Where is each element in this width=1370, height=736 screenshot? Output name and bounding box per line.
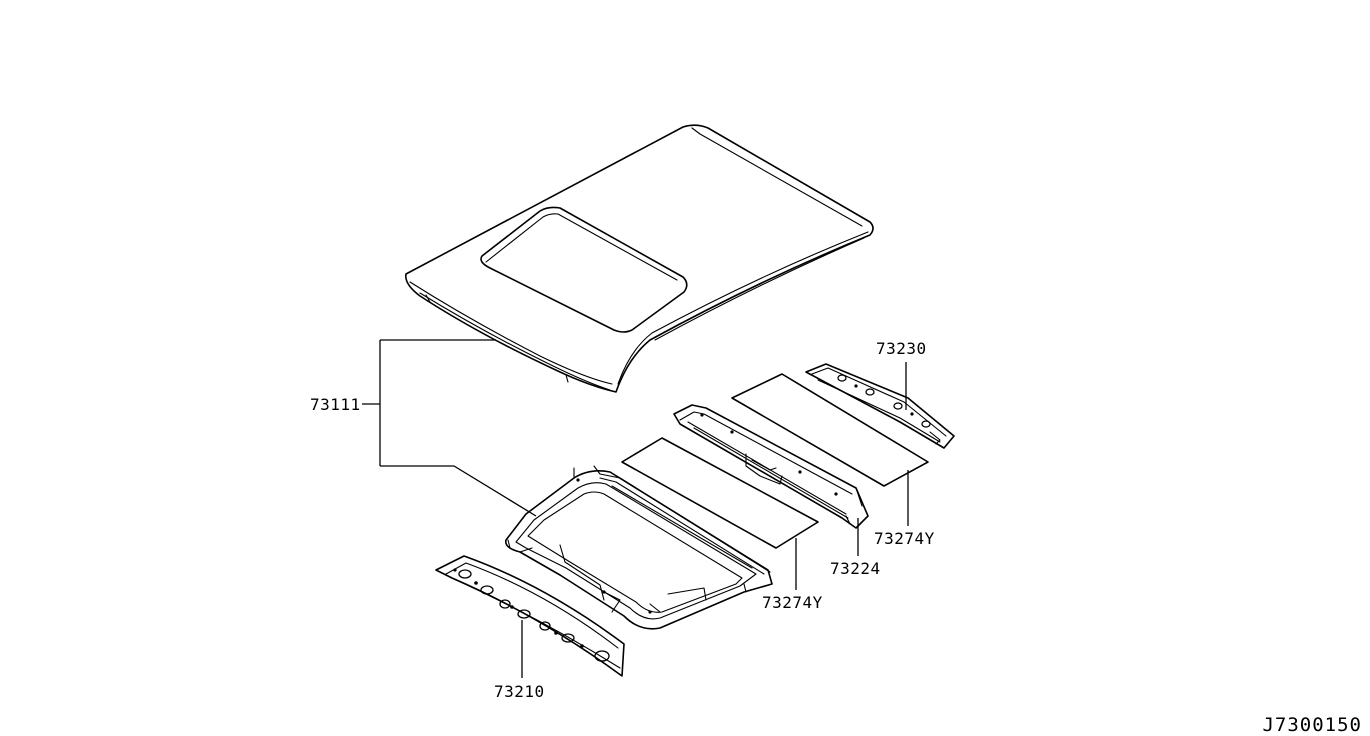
- label-roof-panel: 73111: [310, 395, 361, 414]
- center-bow: [673, 404, 869, 529]
- diagram-reference-code: J7300150: [1262, 714, 1362, 736]
- front-roof-rail: [435, 555, 625, 677]
- rear-sealer-sheet: [731, 373, 929, 487]
- rear-roof-rail: [805, 363, 955, 449]
- label-front-rail: 73210: [494, 682, 545, 701]
- roof-panel: [404, 124, 874, 393]
- label-rear-sealer: 73274Y: [874, 529, 935, 548]
- label-front-sealer: 73274Y: [762, 593, 823, 612]
- leader-lines: [362, 339, 909, 678]
- sunroof-frame: [504, 465, 773, 630]
- label-center-bow: 73224: [830, 559, 881, 578]
- label-rear-rail: 73230: [876, 339, 927, 358]
- front-sealer-sheet: [621, 437, 819, 549]
